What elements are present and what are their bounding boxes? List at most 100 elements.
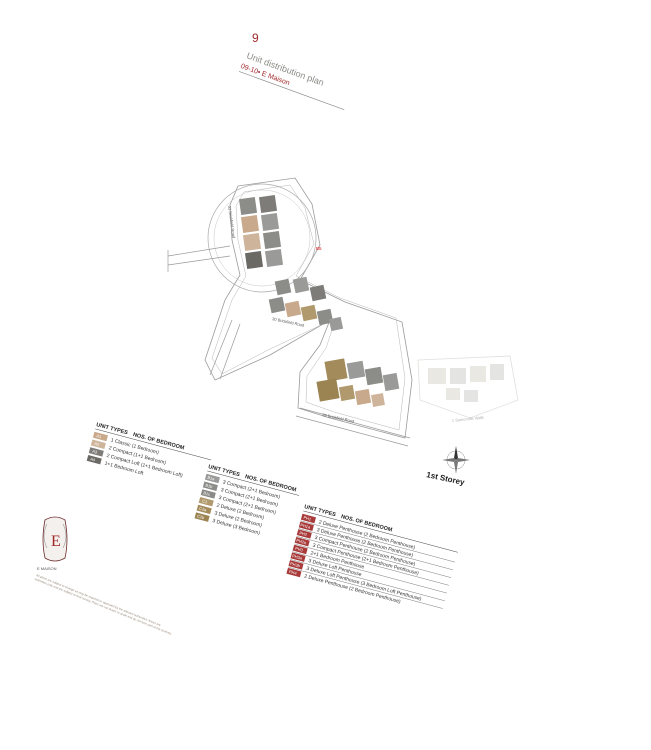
road-label: 1 Somerville Walk [452, 415, 484, 423]
legend-a: UNIT TYPES NOS. OF BEDROOM A1 1 Classic … [86, 422, 212, 479]
legend-row-rule [294, 543, 449, 586]
legend-code: PH1a [300, 522, 312, 530]
legend-swatch [294, 536, 310, 547]
unit-block [240, 214, 260, 234]
unit-block [346, 360, 366, 380]
legend-swatch [86, 454, 102, 465]
legend-swatch [290, 552, 306, 562]
page-number: 9 [252, 31, 259, 45]
adjacent-block-faded [417, 355, 519, 419]
unit-block [328, 316, 344, 332]
legend-swatch [204, 473, 220, 484]
legend-code: PH3b [290, 561, 302, 569]
unit-block [324, 358, 348, 382]
faded-unit [428, 368, 446, 384]
legend-code: PH1 [303, 515, 313, 522]
unit-block [274, 278, 292, 296]
unit-block [262, 230, 282, 250]
unit-block [292, 276, 310, 294]
legend-swatch [202, 481, 218, 491]
unit-block [371, 393, 385, 407]
legend-swatch [196, 504, 212, 515]
legend-a-rule [95, 428, 212, 461]
legend-swatch [90, 439, 106, 449]
unit-block [258, 194, 278, 214]
unit-block [364, 366, 384, 386]
legend-code: B1c [203, 490, 211, 497]
unit-block [268, 296, 286, 314]
unit-block [244, 250, 264, 270]
legend-code: A4 [90, 456, 97, 462]
unit-block [260, 212, 280, 232]
legend-code: PH2a [296, 538, 308, 546]
legend-swatch [200, 489, 216, 499]
unit-block [284, 300, 302, 318]
legend-swatch [288, 560, 304, 570]
legend-swatch [296, 529, 312, 539]
header-rule [238, 71, 345, 110]
legend-c: UNIT TYPES NOS. OF BEDROOM PH1 2 Deluxe … [286, 504, 458, 609]
access-road-west [167, 245, 231, 272]
access-road-south [295, 407, 411, 447]
storey-label: 1st Storey [426, 470, 466, 487]
marker-label: B5 [316, 246, 322, 251]
legend-row-rule [300, 520, 456, 563]
legend-row-rule [292, 551, 447, 594]
road-label: 28 Brickfield Road [322, 412, 355, 424]
legend-swatch [88, 447, 104, 457]
legend-code: C2b [197, 513, 206, 520]
disclaimer-line: estimates only and are subject to final … [34, 577, 173, 636]
faded-unit [464, 390, 478, 402]
logo-letter: E [51, 533, 61, 550]
unit-block [354, 388, 372, 406]
compass-icon [442, 446, 470, 474]
legend-item: PH3b 3 Deluxe Loft Penthouse (3 Bedroom … [288, 560, 443, 609]
legend-code: B1b [205, 483, 214, 490]
page-header: 9 Unit distribution plan 09-10• E Maison [238, 31, 345, 110]
faded-unit [490, 364, 504, 380]
block-30 [268, 276, 344, 332]
crest-icon [42, 516, 68, 562]
road-label: 33 Brickfield Road [227, 205, 236, 238]
legend-code: A1 [96, 433, 103, 439]
faded-unit [470, 366, 486, 382]
legend-swatch [198, 496, 214, 507]
site-plan: 33 Brickfield Road B5 30 Brickfield Road… [167, 177, 519, 487]
legend-c-rule [303, 510, 458, 553]
legend-row-rule [298, 528, 454, 571]
legend-swatch [286, 567, 302, 578]
block-33 [238, 194, 284, 270]
adjacent-site-outline [417, 355, 519, 419]
unit-block [316, 378, 340, 402]
circular-driveway-inner [213, 189, 311, 287]
unit-block [316, 308, 334, 326]
legend-row-rule [290, 559, 445, 601]
legend-code: C2a [199, 506, 208, 513]
legend-code: PH3a [292, 553, 304, 561]
unit-block [264, 248, 284, 268]
unit-block [338, 384, 356, 402]
legend-b: UNIT TYPES NOS. OF BEDROOM B1a 3 Compact… [194, 464, 300, 537]
legend-swatch [292, 544, 308, 555]
legend-code: C1 [202, 498, 209, 504]
legend-swatch [194, 512, 210, 522]
faded-unit [450, 368, 466, 384]
unit-block [382, 372, 400, 392]
crest-ornament [43, 523, 67, 549]
legend-row-rule [288, 566, 443, 609]
access-road-southwest [209, 319, 241, 380]
unit-block [238, 196, 258, 216]
legend-b-rule [207, 470, 300, 496]
legend-code: PH4 [288, 569, 298, 576]
legend-swatch [298, 521, 314, 531]
legend-code: PH3 [295, 546, 305, 553]
disclaimer: All plans are subject to change as may b… [34, 573, 173, 636]
brand-name: E MAISON [37, 566, 57, 571]
legend-swatch [300, 513, 316, 524]
unit-block [300, 304, 318, 322]
legend-code: A3 [92, 449, 99, 455]
legend-code: B1a [207, 475, 216, 482]
faded-unit [446, 388, 460, 400]
circular-driveway [207, 183, 317, 293]
legend-code: A2 [94, 441, 101, 447]
